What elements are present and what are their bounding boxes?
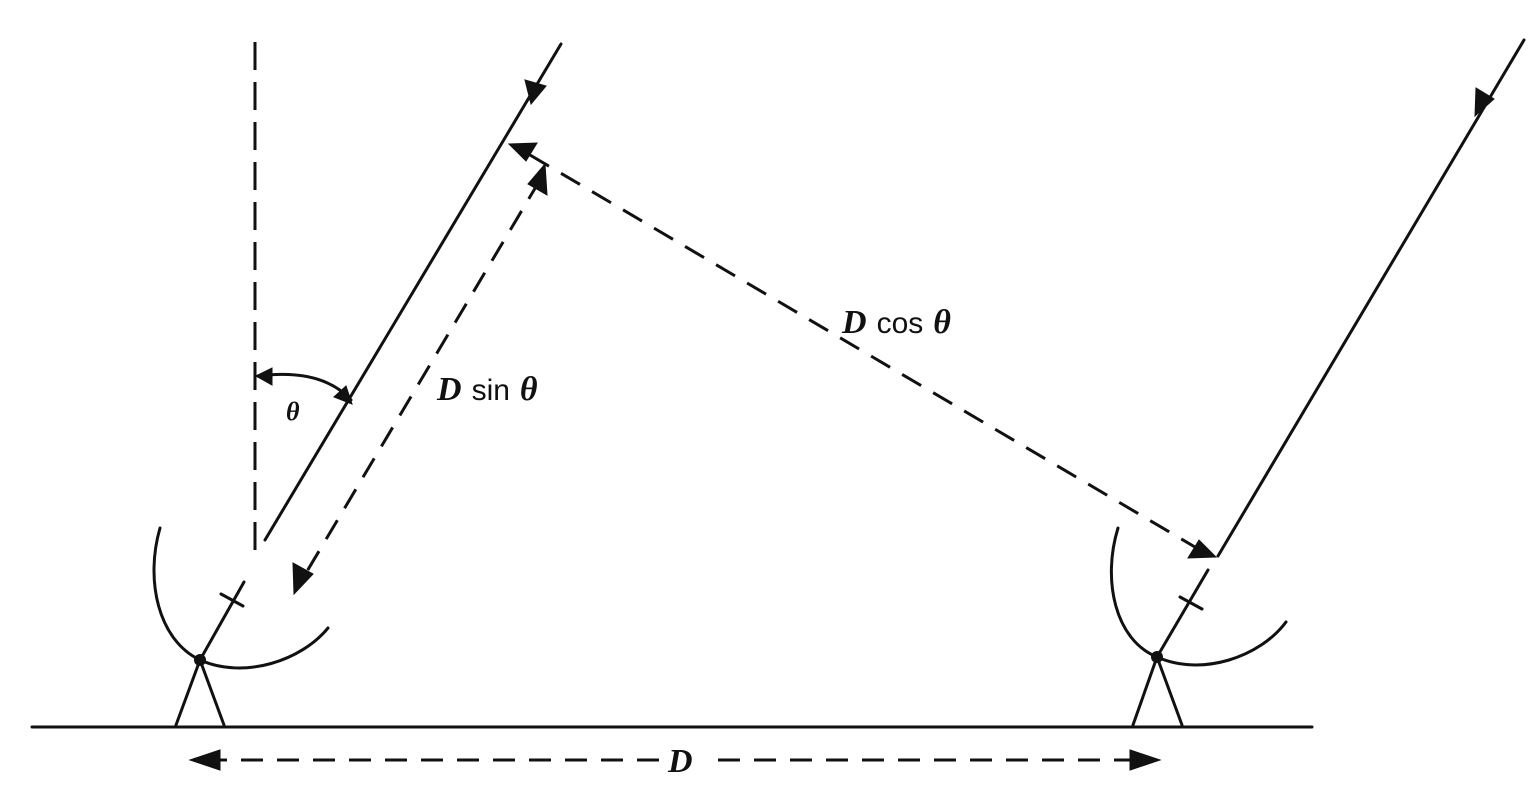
d-sin-theta-arrowhead-top <box>527 162 548 196</box>
d-cos-theta-arrowhead-top <box>507 142 538 162</box>
right-antenna-leg-right <box>1155 655 1184 727</box>
left-antenna <box>152 526 330 727</box>
left-incoming-ray <box>263 42 563 542</box>
baseline-arrowhead-right <box>1129 749 1162 771</box>
left-ray-arrowhead <box>524 79 547 106</box>
d-cos-theta-var: D <box>841 304 867 341</box>
theta-arc-arrowhead-right <box>333 385 353 405</box>
d-sin-theta-fn: sin <box>472 374 510 407</box>
d-sin-theta-arrowhead-bottom <box>292 562 314 596</box>
d-cos-theta-fn: cos <box>877 307 924 340</box>
left-antenna-feed-tick <box>219 592 245 608</box>
theta-arc-arrowhead-left <box>254 367 273 386</box>
d-cos-theta-greek: θ <box>933 304 951 341</box>
left-antenna-feed <box>198 580 246 662</box>
right-antenna-leg-left <box>1131 655 1159 727</box>
left-antenna-leg-left <box>174 658 202 727</box>
theta-label: θ <box>286 397 300 426</box>
baseline-label: D <box>667 743 693 780</box>
right-antenna <box>1109 526 1288 727</box>
right-ray-arrowhead <box>1474 87 1495 118</box>
right-antenna-feed-tick <box>1178 595 1204 611</box>
d-sin-theta-greek: θ <box>520 371 538 408</box>
right-antenna-feed <box>1155 568 1210 659</box>
left-antenna-leg-right <box>198 658 226 727</box>
d-cos-theta-arrowhead-bottom <box>1187 539 1218 559</box>
d-cos-theta-dashed-line <box>529 153 1201 552</box>
right-incoming-ray <box>1216 38 1526 558</box>
left-antenna-dish <box>152 526 330 670</box>
baseline-arrowhead-left <box>188 749 221 771</box>
baseline-var: D <box>667 743 693 780</box>
d-sin-theta-var: D <box>436 371 462 408</box>
d-sin-theta-dashed-line <box>301 179 542 579</box>
